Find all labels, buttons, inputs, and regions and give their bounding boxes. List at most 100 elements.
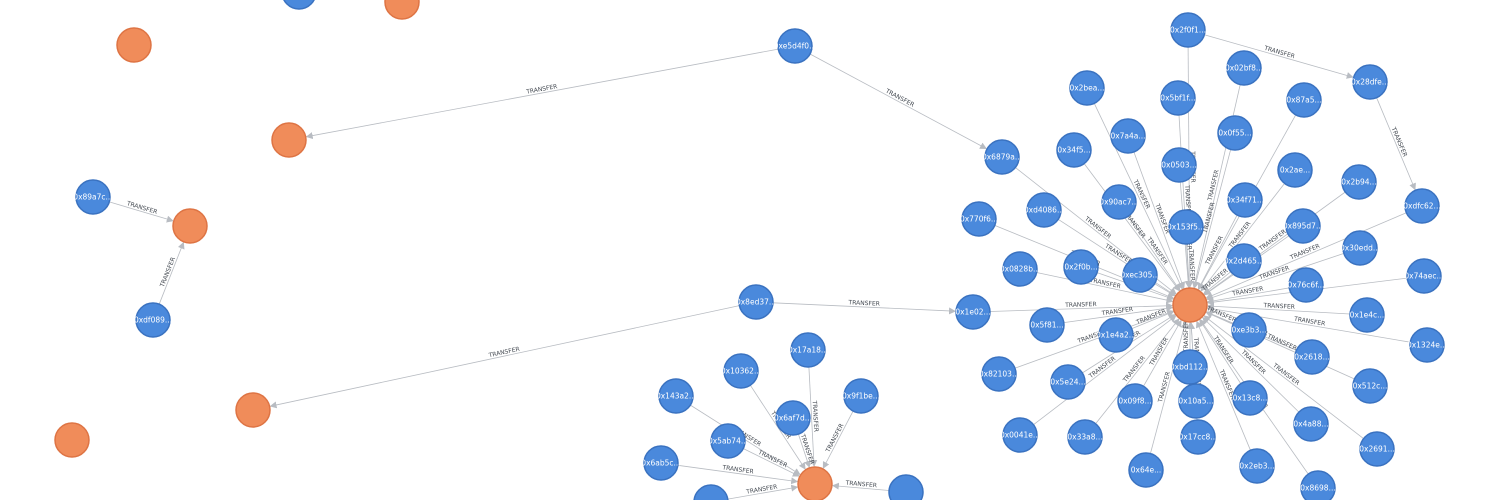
edge-b19-hub1[interactable] xyxy=(1185,243,1193,288)
node-circle[interactable] xyxy=(1180,419,1216,455)
edge-b34-hub1[interactable] xyxy=(1014,309,1175,369)
edge-c2-hub2[interactable] xyxy=(749,384,806,470)
address-node-b36[interactable]: 0x2618... xyxy=(1294,339,1330,375)
address-node-a2[interactable]: 0xe5d4f0... xyxy=(774,28,816,64)
edge-b8-hub1[interactable] xyxy=(1192,149,1232,289)
edge-b38-hub1[interactable] xyxy=(1199,319,1242,384)
edge-b48-hub1[interactable] xyxy=(1150,321,1188,454)
edge-b9-hub1[interactable] xyxy=(1083,163,1180,292)
edge-a2-b10[interactable] xyxy=(809,53,987,149)
edge-b13-hub1[interactable] xyxy=(1203,191,1346,295)
node-circle[interactable] xyxy=(790,332,826,368)
edge-a2-t3[interactable] xyxy=(305,48,779,140)
address-node-b35[interactable]: 0xbd112... xyxy=(1170,349,1210,385)
node-circle[interactable] xyxy=(643,445,679,481)
address-node-b30[interactable]: 0x1e4c... xyxy=(1349,297,1385,333)
node-circle[interactable] xyxy=(1409,327,1445,363)
address-node-a4[interactable]: 0xdf089... xyxy=(134,302,172,338)
edge-b4-hub1[interactable] xyxy=(1093,103,1183,290)
node-circle[interactable] xyxy=(843,378,879,414)
node-circle[interactable] xyxy=(955,294,991,330)
edge-c8-hub2[interactable] xyxy=(727,484,799,500)
address-node-b26[interactable]: 0x74aec... xyxy=(1404,258,1444,294)
edge-a4-t4[interactable] xyxy=(158,241,185,305)
address-node-c9[interactable] xyxy=(888,474,924,500)
node-circle[interactable] xyxy=(888,474,924,500)
node-circle[interactable] xyxy=(1178,383,1214,419)
node-circle[interactable] xyxy=(1002,417,1038,453)
address-node-c7[interactable]: 0x6ab5c... xyxy=(641,445,681,481)
edge-b12-hub1[interactable] xyxy=(1200,183,1285,292)
address-node-b17[interactable]: 0xd4086... xyxy=(1024,192,1064,228)
address-node-b2[interactable]: 0x28dfe... xyxy=(1351,64,1389,100)
node-circle[interactable] xyxy=(1342,230,1378,266)
edge-b47-hub1[interactable] xyxy=(1195,320,1251,451)
token-node-t2[interactable] xyxy=(116,27,152,63)
edge-b33-hub1[interactable] xyxy=(1206,305,1411,343)
edge-c1-hub2[interactable] xyxy=(808,366,818,467)
node-circle[interactable] xyxy=(1069,70,1105,106)
address-node-b8[interactable]: 0x0f55... xyxy=(1217,115,1253,151)
address-node-b38[interactable]: 0x13c8... xyxy=(1232,380,1268,416)
node-circle[interactable] xyxy=(738,284,774,320)
node-circle[interactable] xyxy=(1406,258,1442,294)
node-circle[interactable] xyxy=(1161,147,1197,183)
address-node-a3[interactable]: 0x89a7c... xyxy=(73,179,113,215)
address-node-c1[interactable]: 0x17a18... xyxy=(788,332,828,368)
address-node-c4[interactable]: 0x9f1be... xyxy=(842,378,880,414)
address-node-b9[interactable]: 0x34f5... xyxy=(1056,132,1092,168)
edge-a3-t4[interactable] xyxy=(109,201,174,223)
address-node-c3[interactable]: 0x143a2... xyxy=(656,378,696,414)
node-circle[interactable] xyxy=(1117,383,1153,419)
address-node-b42[interactable]: 0x0041e... xyxy=(1000,417,1040,453)
node-circle[interactable] xyxy=(1277,152,1313,188)
address-node-b34[interactable]: 0x82103... xyxy=(979,356,1019,392)
node-circle[interactable] xyxy=(1067,419,1103,455)
node-circle[interactable] xyxy=(54,422,90,458)
node-circle[interactable] xyxy=(797,466,833,500)
node-circle[interactable] xyxy=(1352,368,1388,404)
address-node-c2[interactable]: 0x10362... xyxy=(721,353,761,389)
address-node-b45[interactable]: 0x4a88... xyxy=(1293,406,1329,442)
token-node-hub2[interactable] xyxy=(797,466,833,500)
token-node-t3[interactable] xyxy=(271,122,307,158)
node-circle[interactable] xyxy=(1300,470,1336,500)
edge-c9-hub2[interactable] xyxy=(831,482,890,491)
edge-b45-hub1[interactable] xyxy=(1202,316,1300,413)
address-node-b41[interactable]: 0x10a5... xyxy=(1178,383,1214,419)
node-circle[interactable] xyxy=(1359,431,1395,467)
node-circle[interactable] xyxy=(1170,12,1206,48)
token-node-t1[interactable] xyxy=(384,0,420,20)
node-circle[interactable] xyxy=(1285,208,1321,244)
node-circle[interactable] xyxy=(775,400,811,436)
node-circle[interactable] xyxy=(723,353,759,389)
node-circle[interactable] xyxy=(1226,50,1262,86)
node-circle[interactable] xyxy=(1231,312,1267,348)
edge-b7-hub1[interactable] xyxy=(1133,151,1186,290)
node-circle[interactable] xyxy=(1294,339,1330,375)
edge-c5-hub2[interactable] xyxy=(798,433,811,468)
node-circle[interactable] xyxy=(710,423,746,459)
node-circle[interactable] xyxy=(1026,192,1062,228)
address-node-b23[interactable]: 0x2f0b... xyxy=(1063,249,1099,285)
node-circle[interactable] xyxy=(1160,80,1196,116)
node-circle[interactable] xyxy=(1063,249,1099,285)
node-circle[interactable] xyxy=(172,208,208,244)
address-node-b14[interactable]: 0x90ac7... xyxy=(1099,184,1139,220)
node-circle[interactable] xyxy=(1002,251,1038,287)
address-node-b31[interactable]: 0x1e4a2... xyxy=(1096,317,1136,353)
edge-c7-hub2[interactable] xyxy=(677,464,799,485)
address-node-b28[interactable]: 0x0828b... xyxy=(1000,251,1040,287)
edge-b16-hub1[interactable] xyxy=(1205,212,1407,299)
address-node-b5[interactable]: 0x5bf1f... xyxy=(1160,80,1196,116)
edge-b46-hub1[interactable] xyxy=(1203,315,1364,439)
node-circle[interactable] xyxy=(1172,349,1208,385)
node-circle[interactable] xyxy=(271,122,307,158)
node-circle[interactable] xyxy=(1056,132,1092,168)
address-node-b10[interactable]: 0x6879a... xyxy=(982,139,1022,175)
address-node-a5[interactable]: 0x8ed37... xyxy=(736,284,776,320)
token-node-t5[interactable] xyxy=(235,392,271,428)
edge-b22-hub1[interactable] xyxy=(989,302,1173,312)
